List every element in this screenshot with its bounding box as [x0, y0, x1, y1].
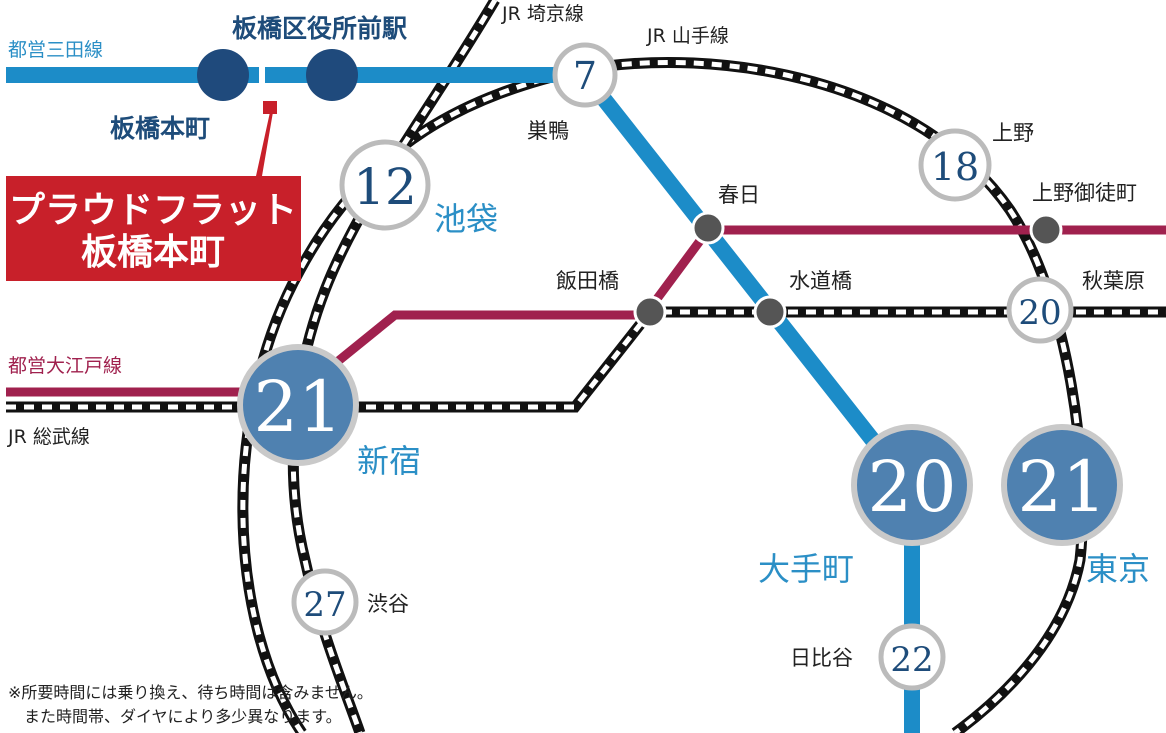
label-ikebukuro: 池袋	[434, 200, 498, 238]
label-yamanote-line: JR 山手線	[646, 25, 729, 47]
station-itabashi-honcho[interactable]	[197, 49, 249, 101]
minutes-shinjuku: 21	[253, 366, 342, 448]
label-mita-line: 都営三田線	[8, 39, 103, 61]
property-name-line1: プラウドフラット	[9, 190, 297, 231]
label-tokyo: 東京	[1086, 550, 1150, 588]
label-oedo-line: 都営大江戸線	[8, 355, 122, 377]
badge-shibuya[interactable]: 27	[291, 568, 359, 636]
label-kasuga: 春日	[718, 183, 760, 207]
minutes-tokyo: 21	[1017, 446, 1106, 528]
label-shibuya: 渋谷	[367, 592, 409, 616]
label-saikyo-line: JR 埼京線	[501, 3, 584, 25]
label-shinjuku: 新宿	[357, 442, 421, 480]
station-labels: 板橋区役所前駅 板橋本町 巣鴨 池袋 春日 飯田橋 水道橋 上野 上野御徒町 秋…	[110, 14, 1150, 670]
station-ueno-okachimachi[interactable]	[1029, 213, 1063, 247]
interchange-stations	[197, 49, 1063, 329]
line-labels: 都営三田線 都営大江戸線 JR 総武線 JR 埼京線 JR 山手線	[7, 3, 729, 448]
label-ueno-okachimachi: 上野御徒町	[1032, 181, 1137, 205]
minute-badges-filled: 21 20 21	[237, 344, 1123, 546]
label-itabashi-kuyakusho: 板橋区役所前駅	[232, 14, 407, 43]
property-name-line2: 板橋本町	[81, 232, 225, 273]
label-akihabara: 秋葉原	[1082, 269, 1145, 293]
badge-otemachi[interactable]: 20	[851, 424, 973, 546]
badge-akihabara[interactable]: 20	[1006, 276, 1074, 344]
label-sugamo: 巣鴨	[527, 119, 569, 143]
label-hibiya: 日比谷	[790, 646, 853, 670]
minutes-hibiya: 22	[890, 640, 933, 680]
minutes-otemachi: 20	[867, 446, 956, 528]
property-marker: プラウドフラット 板橋本町	[6, 101, 301, 281]
minutes-ikebukuro: 12	[353, 158, 417, 216]
footnote-line1: ※所要時間には乗り換え、待ち時間は含みません。	[8, 683, 373, 702]
label-iidabashi: 飯田橋	[556, 269, 619, 293]
station-iidabashi[interactable]	[633, 295, 667, 329]
badge-tokyo[interactable]: 21	[1001, 424, 1123, 546]
station-kasuga[interactable]	[691, 211, 725, 245]
station-itabashi-kuyakusho[interactable]	[306, 49, 358, 101]
label-suidobashi: 水道橋	[789, 269, 852, 293]
badge-hibiya[interactable]: 22	[878, 623, 946, 691]
footnote: ※所要時間には乗り換え、待ち時間は含みません。 また時間帯、ダイヤにより多少異な…	[8, 681, 373, 729]
badge-ueno[interactable]: 18	[918, 128, 992, 202]
minutes-ueno: 18	[931, 145, 979, 189]
label-ueno: 上野	[992, 121, 1034, 145]
badge-sugamo[interactable]: 7	[552, 42, 618, 108]
badge-ikebukuro[interactable]: 12	[339, 139, 431, 231]
minute-badges-outline: 7 12 18 20 27 22	[291, 42, 1074, 691]
label-sobu-line: JR 総武線	[7, 426, 90, 448]
mita-line	[6, 63, 920, 733]
minutes-sugamo: 7	[573, 54, 597, 98]
label-itabashi-honcho: 板橋本町	[110, 114, 210, 143]
badge-shinjuku[interactable]: 21	[237, 344, 359, 466]
minutes-akihabara: 20	[1018, 293, 1061, 333]
property-label-box	[6, 176, 301, 281]
minutes-shibuya: 27	[303, 585, 346, 625]
footnote-line2: また時間帯、ダイヤにより多少異なります。	[8, 707, 342, 726]
label-otemachi: 大手町	[758, 550, 854, 588]
station-suidobashi[interactable]	[753, 295, 787, 329]
